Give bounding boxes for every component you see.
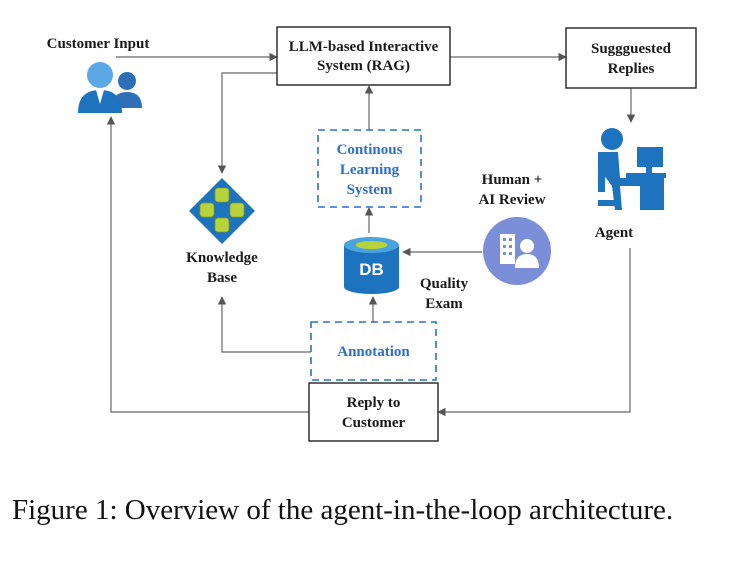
human-ai-review-label-line2: AI Review [478, 192, 545, 208]
figure-caption: Figure 1: Overview of the agent-in-the-l… [12, 494, 674, 526]
reply-to-customer-box [308, 382, 439, 442]
db-icon-text: DB [359, 260, 384, 279]
llm-system-label-line1: LLM-based Interactive [289, 39, 439, 55]
review-badge-icon [483, 217, 551, 285]
arrow-annotation-to-kb [217, 296, 311, 353]
agent-at-desk-icon [598, 128, 666, 210]
llm-system-label-line2: System (RAG) [317, 58, 410, 74]
arrow-llm-to-kb [217, 72, 277, 174]
annotation-box [310, 321, 437, 381]
quality-exam-label-line2: Exam [425, 296, 463, 312]
arrow-reply-to-customer [106, 116, 309, 413]
knowledge-base-icon [189, 178, 255, 244]
knowledge-base-label-line2: Base [207, 270, 237, 286]
suggested-replies-label-line1: Suggguested [591, 41, 672, 57]
suggested-replies-label-line2: Replies [608, 61, 655, 77]
continuous-learning-box [317, 129, 422, 208]
human-ai-review-label-line1: Human + [482, 172, 543, 188]
quality-exam-label-line1: Quality [420, 276, 469, 292]
continuous-learning-label-line2: Learning [340, 162, 400, 178]
knowledge-base-label-line1: Knowledge [186, 250, 258, 266]
suggested-replies-box [565, 27, 697, 89]
users-icon [78, 62, 142, 113]
reply-to-customer-label-line1: Reply to [347, 395, 401, 411]
reply-to-customer-label-line2: Customer [342, 415, 406, 431]
continuous-learning-label-line1: Continous [337, 142, 403, 158]
customer-input-label: Customer Input [47, 36, 150, 52]
agent-label: Agent [595, 225, 633, 241]
arrow-agent-to-reply [437, 248, 631, 417]
database-icon: DB [344, 237, 399, 294]
architecture-diagram: DB Customer Input LLM-based Interactive … [47, 26, 697, 442]
annotation-label: Annotation [337, 344, 410, 360]
continuous-learning-label-line3: System [347, 182, 393, 198]
llm-system-box [276, 26, 451, 86]
connectors [106, 52, 636, 417]
